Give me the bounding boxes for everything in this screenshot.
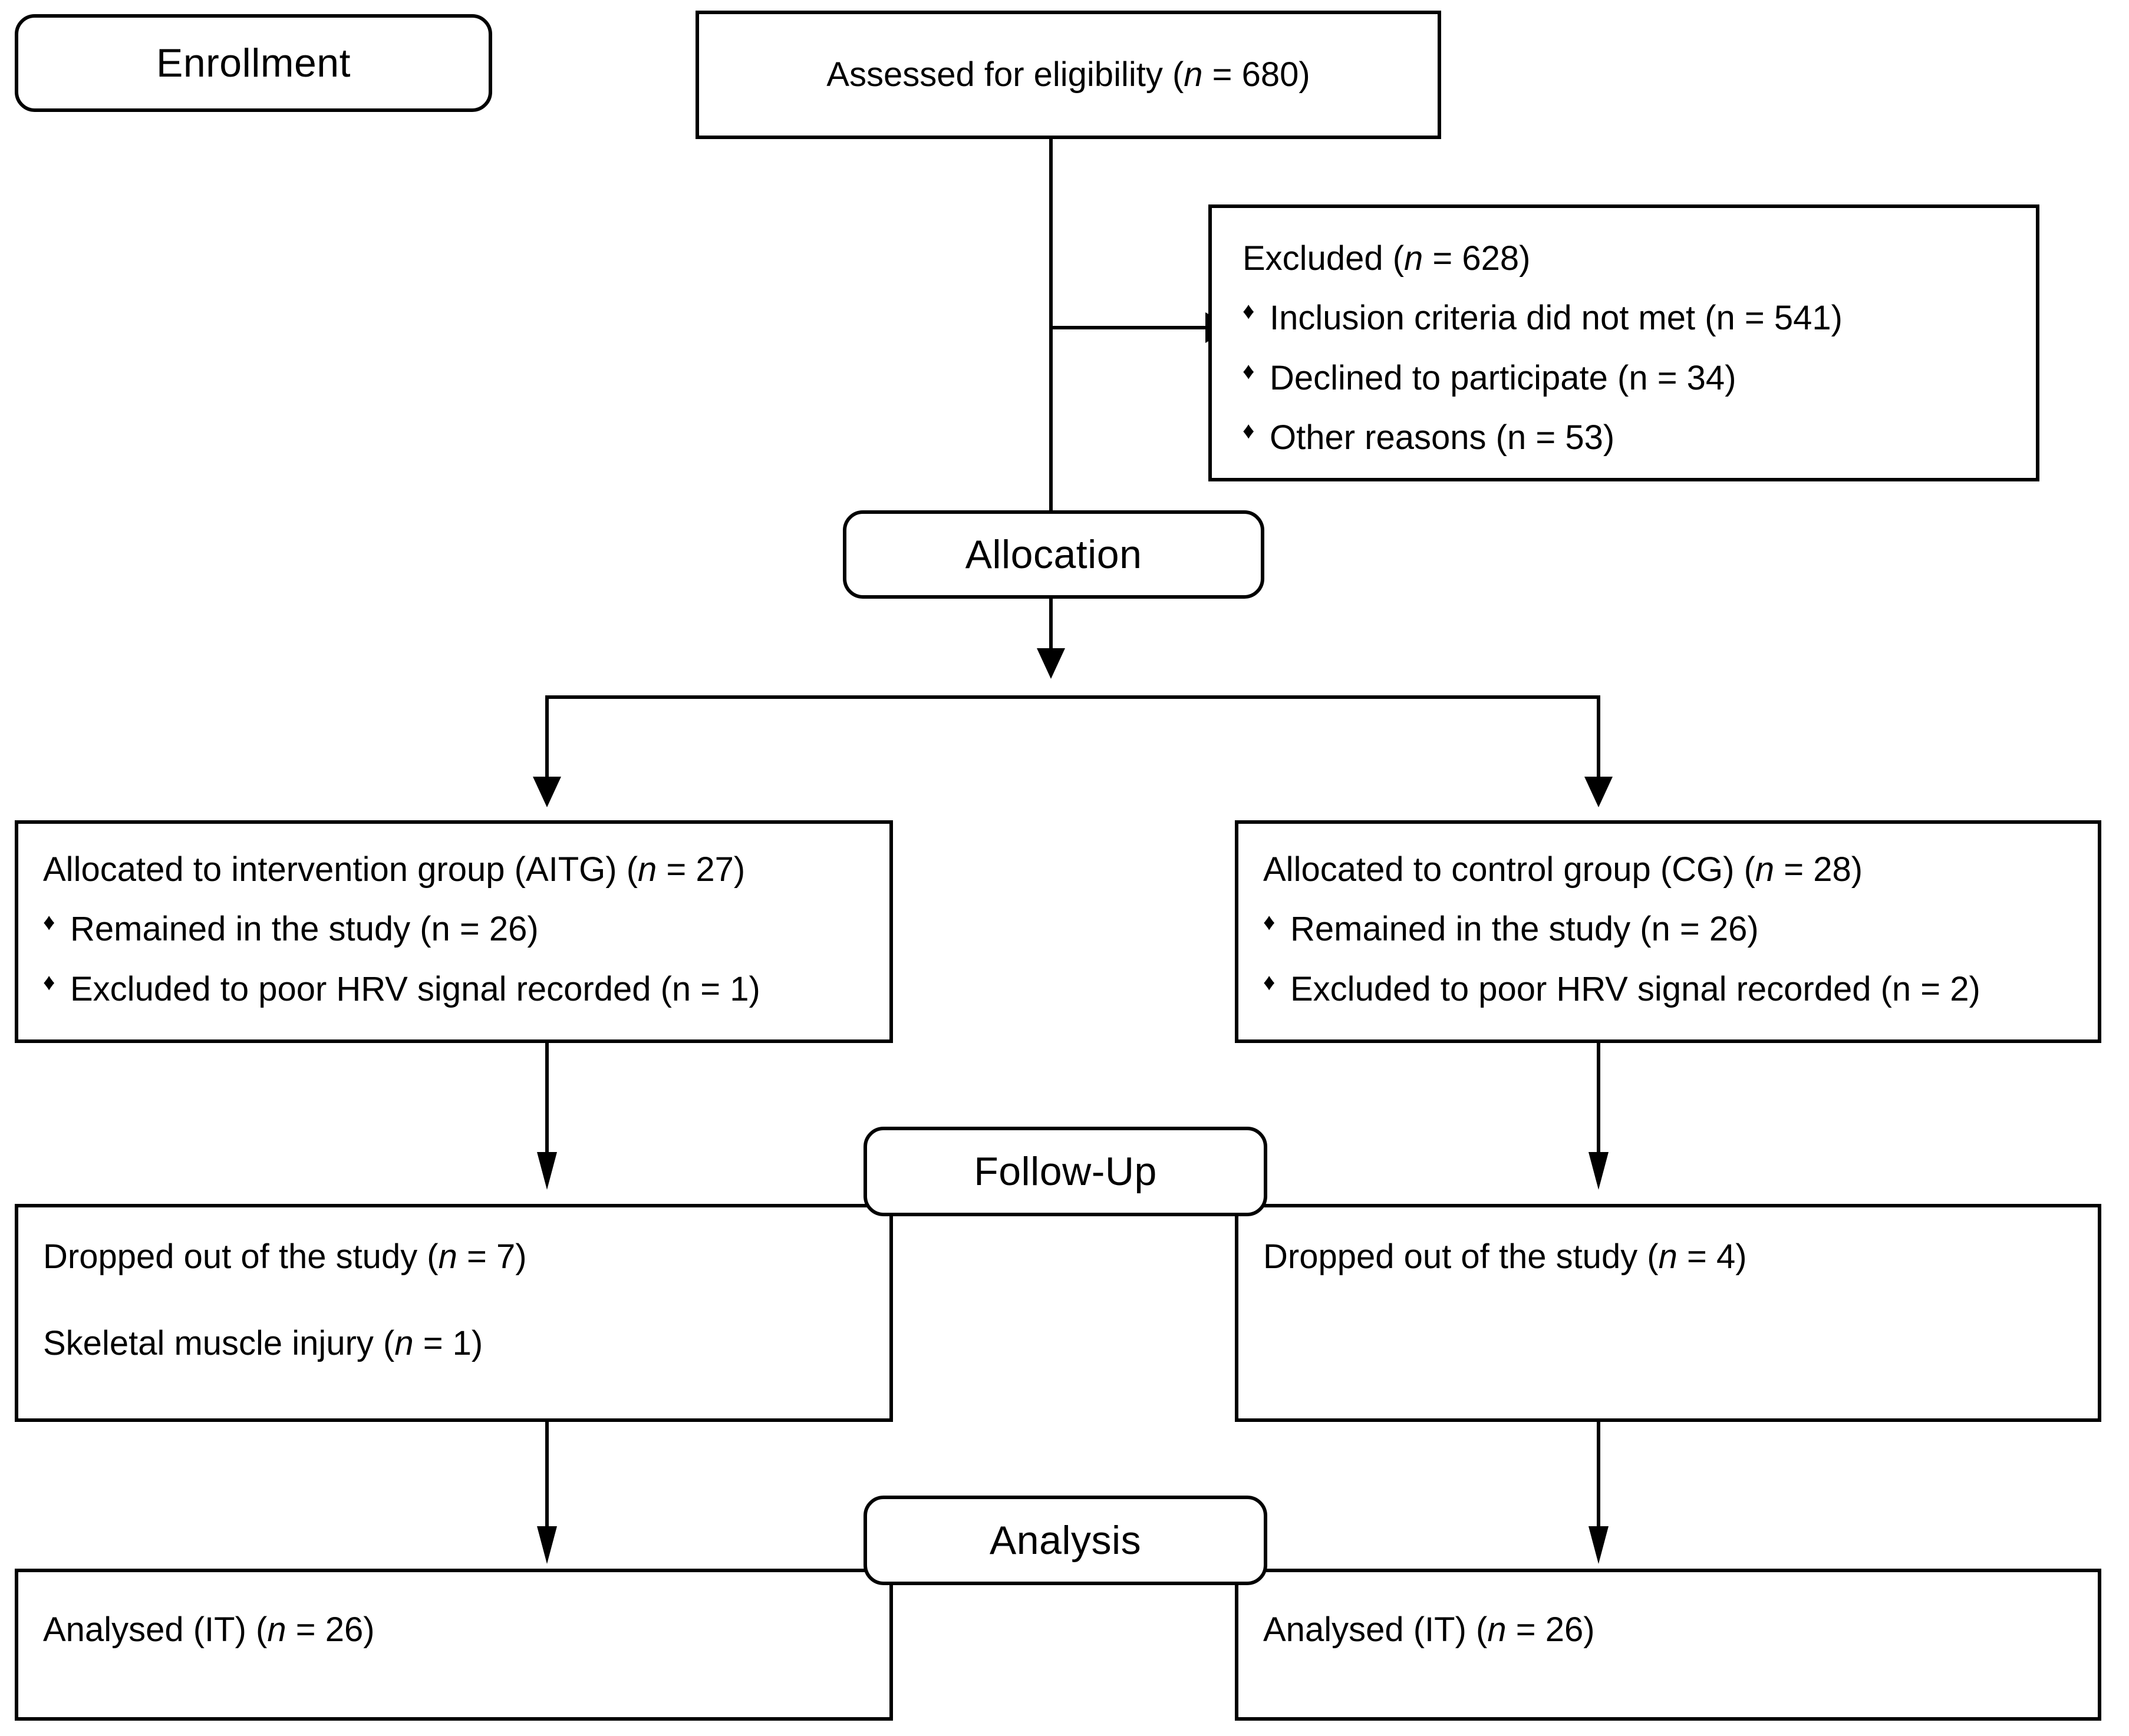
arrow-right-alloc-to-followup bbox=[1588, 1152, 1609, 1190]
connector-allocation-split bbox=[545, 695, 1600, 699]
box-excluded: Excluded (n = 628) ♦ Inclusion criteria … bbox=[1208, 204, 2039, 481]
allocated-right-heading: Allocated to control group (CG) (n = 28) bbox=[1263, 850, 1863, 889]
list-item: ♦ Inclusion criteria did not met (n = 54… bbox=[1243, 296, 2005, 340]
arrow-to-left-allocation bbox=[533, 777, 561, 807]
arrow-to-right-allocation bbox=[1584, 777, 1613, 807]
stage-label-followup-text: Follow-Up bbox=[974, 1149, 1157, 1194]
diamond-bullet-icon: ♦ bbox=[1243, 298, 1255, 325]
connector-to-right-allocation bbox=[1597, 695, 1600, 784]
assessed-text: Assessed for eligibility (n = 680) bbox=[826, 55, 1310, 94]
excluded-heading: Excluded (n = 628) bbox=[1243, 239, 1531, 278]
arrow-right-followup-to-analysis bbox=[1588, 1526, 1609, 1564]
stage-label-analysis: Analysis bbox=[864, 1496, 1267, 1585]
box-analysis-right: Analysed (IT) (n = 26) bbox=[1235, 1569, 2101, 1721]
arrow-left-followup-to-analysis bbox=[537, 1526, 557, 1564]
followup-right-line1: Dropped out of the study (n = 4) bbox=[1263, 1237, 1747, 1276]
arrow-left-alloc-to-followup bbox=[537, 1152, 557, 1190]
stage-label-enrollment: Enrollment bbox=[15, 14, 492, 112]
list-item: ♦ Remained in the study (n = 26) bbox=[1263, 907, 2073, 951]
allocated-left-heading: Allocated to intervention group (AITG) (… bbox=[43, 850, 746, 889]
followup-left-line2: Skeletal muscle injury (n = 1) bbox=[43, 1324, 483, 1363]
stage-label-analysis-text: Analysis bbox=[989, 1518, 1142, 1563]
analysis-right-line1: Analysed (IT) (n = 26) bbox=[1263, 1610, 1595, 1649]
connector-to-excluded bbox=[1049, 326, 1235, 329]
box-allocated-intervention: Allocated to intervention group (AITG) (… bbox=[15, 820, 893, 1043]
list-item: ♦ Remained in the study (n = 26) bbox=[43, 907, 865, 951]
diamond-bullet-icon: ♦ bbox=[1263, 969, 1276, 995]
connector-left-alloc-to-followup bbox=[545, 1043, 549, 1161]
allocated-left-list: ♦ Remained in the study (n = 26) ♦ Exclu… bbox=[43, 907, 865, 1011]
analysis-left-line1: Analysed (IT) (n = 26) bbox=[43, 1610, 375, 1649]
box-followup-left: Dropped out of the study (n = 7) Skeleta… bbox=[15, 1204, 893, 1422]
arrow-allocation-down bbox=[1037, 648, 1065, 679]
box-allocated-control: Allocated to control group (CG) (n = 28)… bbox=[1235, 820, 2101, 1043]
allocated-right-list: ♦ Remained in the study (n = 26) ♦ Exclu… bbox=[1263, 907, 2073, 1011]
connector-right-alloc-to-followup bbox=[1597, 1043, 1600, 1161]
connector-right-followup-to-analysis bbox=[1597, 1422, 1600, 1534]
connector-allocation-down bbox=[1049, 599, 1053, 658]
stage-label-enrollment-text: Enrollment bbox=[156, 41, 351, 85]
list-item: ♦ Other reasons (n = 53) bbox=[1243, 415, 2005, 460]
stage-label-allocation: Allocation bbox=[843, 510, 1264, 599]
diamond-bullet-icon: ♦ bbox=[43, 909, 55, 936]
connector-to-left-allocation bbox=[545, 695, 549, 784]
diamond-bullet-icon: ♦ bbox=[1263, 909, 1276, 936]
assessed-n-italic: n bbox=[1184, 55, 1203, 94]
stage-label-followup: Follow-Up bbox=[864, 1127, 1267, 1216]
diamond-bullet-icon: ♦ bbox=[1243, 358, 1255, 384]
diamond-bullet-icon: ♦ bbox=[43, 969, 55, 995]
connector-left-followup-to-analysis bbox=[545, 1422, 549, 1534]
box-followup-right: Dropped out of the study (n = 4) bbox=[1235, 1204, 2101, 1422]
list-item: ♦ Declined to participate (n = 34) bbox=[1243, 356, 2005, 400]
stage-label-allocation-text: Allocation bbox=[965, 532, 1142, 577]
diamond-bullet-icon: ♦ bbox=[1243, 418, 1255, 444]
list-item: ♦ Excluded to poor HRV signal recorded (… bbox=[43, 967, 865, 1011]
list-item: ♦ Excluded to poor HRV signal recorded (… bbox=[1263, 967, 2073, 1011]
followup-left-line1: Dropped out of the study (n = 7) bbox=[43, 1237, 527, 1276]
box-assessed-for-eligibility: Assessed for eligibility (n = 680) bbox=[696, 11, 1441, 139]
excluded-reason-list: ♦ Inclusion criteria did not met (n = 54… bbox=[1243, 296, 2005, 460]
box-analysis-left: Analysed (IT) (n = 26) bbox=[15, 1569, 893, 1721]
